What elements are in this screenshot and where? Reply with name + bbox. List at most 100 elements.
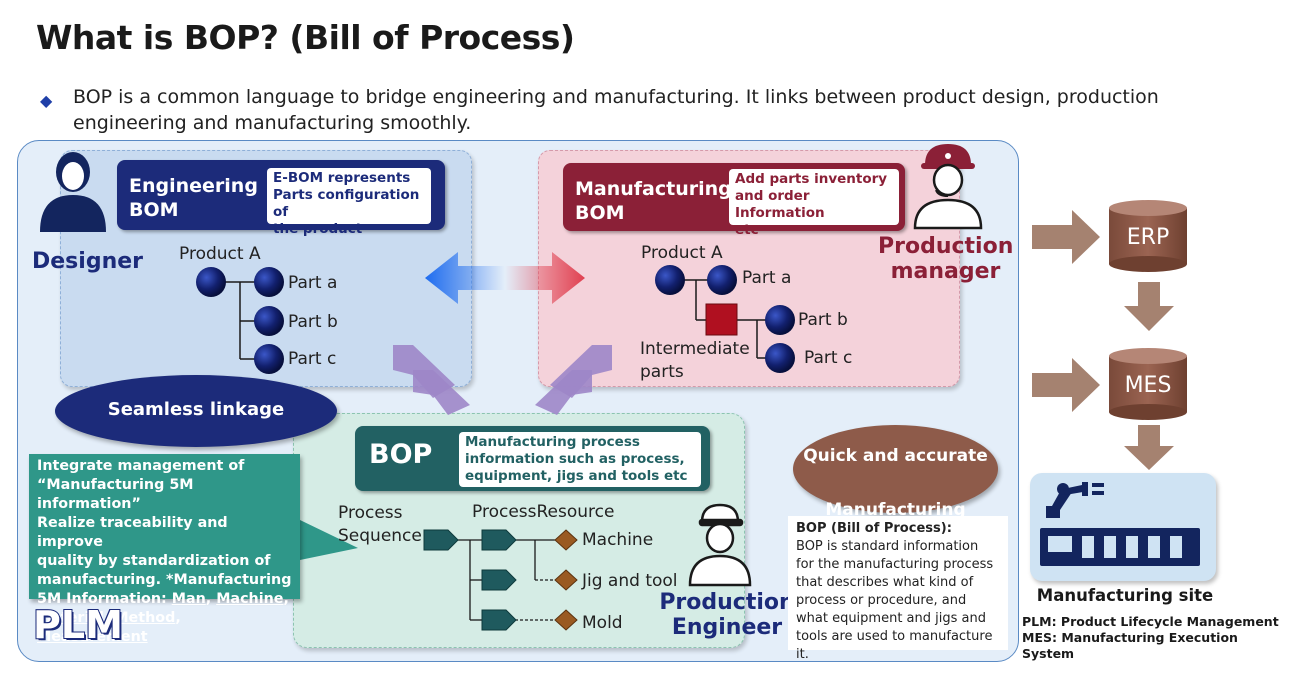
five-m-material: Material xyxy=(37,610,104,626)
production-engineer-icon xyxy=(688,503,752,587)
ebom-note-line3: the product xyxy=(273,221,363,237)
quick-instructions-oval: Quick and accurateManufacturinginstructi… xyxy=(793,425,998,574)
process-seq-line1: Process xyxy=(338,503,403,523)
plm-label: PLM xyxy=(32,602,124,648)
legend-plm: PLM: Product Lifecycle Management xyxy=(1022,614,1279,629)
intro-bullet: ◆ BOP is a common language to bridge eng… xyxy=(40,84,1160,136)
page-title: What is BOP? (Bill of Process) xyxy=(36,18,575,57)
diamond-bullet-icon: ◆ xyxy=(40,91,53,110)
erp-label: ERP xyxy=(1126,225,1170,250)
resource-machine-node xyxy=(554,529,578,551)
five-m-line5: manufacturing. *Manufacturing xyxy=(37,572,292,588)
pm-line1: Production xyxy=(878,234,1014,259)
bop-note-line1: Manufacturing process xyxy=(465,434,640,450)
designer-face xyxy=(62,162,84,190)
ebom-note-line2: Parts configuration of xyxy=(273,187,420,220)
process-step-1 xyxy=(423,529,459,551)
definition-text: BOP is standard information for the manu… xyxy=(796,539,994,662)
ebom-part-c-label: Part c xyxy=(288,349,337,369)
five-m-line4: quality by standardization of xyxy=(37,553,271,569)
intro-text: BOP is a common language to bridge engin… xyxy=(73,86,1159,134)
five-m-man: Man xyxy=(171,591,206,607)
ebom-part-b-label: Part b xyxy=(288,312,338,332)
five-m-machine: Machine xyxy=(216,591,284,607)
resource-mold-label: Mold xyxy=(582,613,623,633)
bop-header: BOP Manufacturing process information su… xyxy=(355,426,710,491)
erp-cylinder-icon xyxy=(1109,200,1187,272)
part-b-node xyxy=(254,306,284,336)
seamless-linkage-oval: Seamless linkagebased on BOP！ xyxy=(55,375,337,481)
chevron-arrows-icon xyxy=(393,345,612,415)
bop-flow xyxy=(455,539,558,621)
mfg-header-line1: Manufacturing xyxy=(575,178,732,200)
five-m-line3: Realize traceability and improve xyxy=(37,515,228,550)
m-part-a-node xyxy=(707,265,737,295)
mbom-part-b-label: Part b xyxy=(798,310,848,330)
bop-note-line3: equipment, jigs and tools etc xyxy=(465,468,688,484)
callout-pointer xyxy=(300,520,358,560)
part-c-node xyxy=(254,344,284,374)
intermediate-node xyxy=(705,303,738,336)
five-m-line2: “Manufacturing 5M information” xyxy=(37,477,194,512)
process-resource-label: ProcessResource xyxy=(472,502,615,522)
mbom-product-label: Product A xyxy=(641,243,723,263)
ebom-note: E-BOM represents Parts configuration of … xyxy=(267,168,431,237)
resource-machine-label: Machine xyxy=(582,530,654,550)
flow-arrows-icon xyxy=(1032,210,1174,470)
mbom-part-a-label: Part a xyxy=(742,268,792,288)
bop-note: Manufacturing process information such a… xyxy=(459,432,701,487)
process-step-4 xyxy=(481,609,517,631)
intermediate-line2: parts xyxy=(640,362,684,382)
intermediate-parts-label: Intermediate parts xyxy=(640,338,750,384)
mfg-header-line2: BOM xyxy=(575,202,625,224)
bop-definition-box: BOP (Bill of Process): BOP is standard i… xyxy=(788,516,1008,662)
linkage-line1: Seamless linkage xyxy=(107,399,285,420)
part-a-node xyxy=(254,267,284,297)
production-manager-icon xyxy=(913,144,983,230)
manufacturing-site-label: Manufacturing site xyxy=(1036,586,1214,605)
m-part-c-node xyxy=(765,343,795,373)
five-m-line1: Integrate management of xyxy=(37,458,245,474)
quick-line1: Quick and accurate xyxy=(803,446,988,466)
pe-line1: Production xyxy=(659,590,795,615)
bop-header-label: BOP xyxy=(369,439,433,470)
production-manager-label: Production manager xyxy=(878,234,1013,284)
definition-title: BOP (Bill of Process) xyxy=(796,521,947,536)
bop-note-line2: information such as process, xyxy=(465,451,685,467)
resource-jig-label: Jig and tool xyxy=(582,571,678,591)
mes-cylinder-icon xyxy=(1109,348,1187,420)
mes-label: MES xyxy=(1124,373,1172,398)
m-product-a-node xyxy=(655,265,685,295)
m-part-b-node xyxy=(765,305,795,335)
mbom-note-line1: Add parts inventory xyxy=(735,171,888,187)
process-sequence-label: Process Sequence xyxy=(338,502,422,548)
eng-header-line1: Engineering xyxy=(129,175,258,197)
intermediate-line1: Intermediate xyxy=(640,339,750,359)
five-m-line6: 5M Information: xyxy=(37,591,172,607)
designer-label: Designer xyxy=(32,249,143,274)
five-m-measurement: Measurement xyxy=(37,629,148,645)
quick-line2: Manufacturing xyxy=(825,500,966,520)
pe-line2: Engineer xyxy=(671,615,783,640)
mbom-note-line2: and order Information xyxy=(735,188,825,221)
ebom-part-a-label: Part a xyxy=(288,273,338,293)
ebom-note-line1: E-BOM represents xyxy=(273,170,411,186)
production-engineer-label: Production Engineer xyxy=(657,590,797,640)
mbom-note: Add parts inventory and order Informatio… xyxy=(729,169,899,238)
five-m-method: Method xyxy=(114,610,176,626)
legend-mes: MES: Manufacturing Execution System xyxy=(1022,630,1238,661)
eng-header-line2: BOM xyxy=(129,199,179,221)
mbom-part-c-label: Part c xyxy=(804,348,853,368)
ebom-product-label: Product A xyxy=(179,244,261,264)
product-a-node xyxy=(196,267,226,297)
bidirectional-arrow-icon xyxy=(425,252,585,304)
resource-mold-node xyxy=(554,609,578,631)
pm-line2: manager xyxy=(890,259,1001,284)
process-step-3 xyxy=(481,569,517,591)
mbom-note-line3: etc xyxy=(735,222,759,238)
process-step-2 xyxy=(481,529,517,551)
